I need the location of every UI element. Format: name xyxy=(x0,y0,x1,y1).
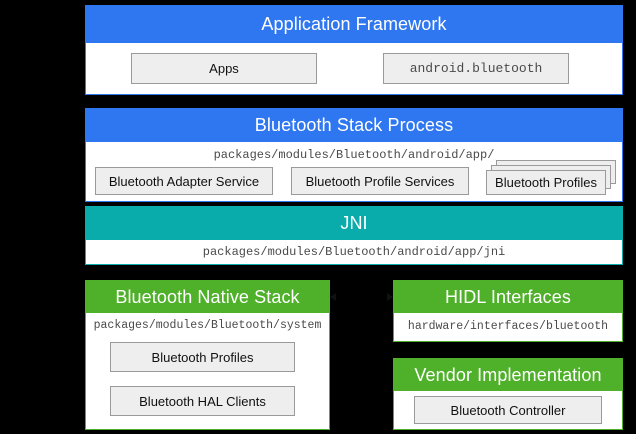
bluetooth-stack-process-body: packages/modules/Bluetooth/android/app/ … xyxy=(85,142,623,202)
bluetooth-native-stack-title: Bluetooth Native Stack xyxy=(85,280,330,313)
hidl-interfaces-title: HIDL Interfaces xyxy=(393,280,623,313)
connector-arrow-left-icon xyxy=(330,293,336,301)
vendor-implementation-body: Bluetooth Controller xyxy=(393,391,623,430)
jni-body: packages/modules/Bluetooth/android/app/j… xyxy=(85,240,623,265)
bluetooth-controller-box[interactable]: Bluetooth Controller xyxy=(414,396,602,424)
bluetooth-profiles-stack[interactable]: Bluetooth Profiles xyxy=(486,160,618,198)
android-bluetooth-box[interactable]: android.bluetooth xyxy=(383,53,569,84)
native-stack-to-hidl-connector xyxy=(330,296,393,298)
application-framework-title: Application Framework xyxy=(85,5,623,43)
bluetooth-profiles-stack-layer-front[interactable]: Bluetooth Profiles xyxy=(486,170,606,195)
bluetooth-stack-process-path: packages/modules/Bluetooth/android/app/ xyxy=(213,148,495,162)
layer-bluetooth-native-stack: Bluetooth Native Stack packages/modules/… xyxy=(85,280,330,430)
native-bluetooth-profiles-box[interactable]: Bluetooth Profiles xyxy=(110,342,295,372)
connector-arrow-right-icon xyxy=(387,293,393,301)
apps-box[interactable]: Apps xyxy=(131,53,317,84)
layer-hidl-interfaces: HIDL Interfaces hardware/interfaces/blue… xyxy=(393,280,623,342)
jni-path: packages/modules/Bluetooth/android/app/j… xyxy=(202,245,506,259)
bluetooth-hal-clients-box[interactable]: Bluetooth HAL Clients xyxy=(110,386,295,416)
hidl-interfaces-body: hardware/interfaces/bluetooth xyxy=(393,313,623,342)
hidl-interfaces-path: hardware/interfaces/bluetooth xyxy=(407,320,609,333)
bluetooth-adapter-service-box[interactable]: Bluetooth Adapter Service xyxy=(95,167,273,195)
layer-vendor-implementation: Vendor Implementation Bluetooth Controll… xyxy=(393,358,623,430)
layer-jni: JNI packages/modules/Bluetooth/android/a… xyxy=(85,206,623,265)
layer-bluetooth-stack-process: Bluetooth Stack Process packages/modules… xyxy=(85,108,623,202)
vendor-implementation-title: Vendor Implementation xyxy=(393,358,623,391)
application-framework-body: Apps android.bluetooth xyxy=(85,43,623,95)
jni-title: JNI xyxy=(85,206,623,240)
bluetooth-stack-process-title: Bluetooth Stack Process xyxy=(85,108,623,142)
layer-application-framework: Application Framework Apps android.bluet… xyxy=(85,5,623,95)
bluetooth-native-stack-body: packages/modules/Bluetooth/system Blueto… xyxy=(85,313,330,430)
bluetooth-native-stack-path: packages/modules/Bluetooth/system xyxy=(93,319,322,332)
bluetooth-profile-services-box[interactable]: Bluetooth Profile Services xyxy=(291,167,469,195)
